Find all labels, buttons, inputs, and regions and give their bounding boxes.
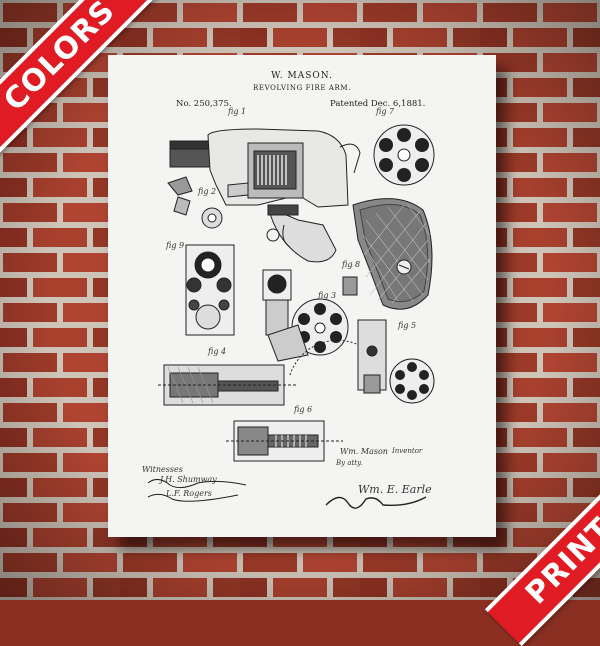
witness-signature: J.H. Shumway [160,475,217,484]
by-attorney-label: By atty. [336,459,363,467]
inventor-label: Inventor [392,447,423,455]
figure-label: fig 4 [208,347,227,356]
revolver-patent-drawing [147,124,435,509]
witness-signature: L.F. Rogers [166,489,212,498]
figure-label: fig 2 [198,187,217,196]
figure-label: fig 3 [318,291,337,300]
patent-number: No. 250,375. [176,99,232,109]
figure-label: fig 8 [342,260,361,269]
figure-label: fig 9 [166,241,185,250]
attorney-signature: Wm. E. Earle [358,483,432,496]
patent-inventor-heading: W. MASON. [271,71,333,81]
figure-label: fig 5 [398,321,417,330]
inventor-signature: Wm. Mason [340,447,388,456]
figure-label: fig 7 [376,107,395,116]
patent-poster: W. MASON. REVOLVING FIRE ARM. No. 250,37… [108,55,496,537]
patent-date: Patented Dec. 6,1881. [330,99,426,109]
witnesses-label: Witnesses [142,465,183,474]
patent-title: REVOLVING FIRE ARM. [253,84,351,92]
figure-label: fig 6 [294,405,313,414]
figure-label: fig 1 [228,107,247,116]
